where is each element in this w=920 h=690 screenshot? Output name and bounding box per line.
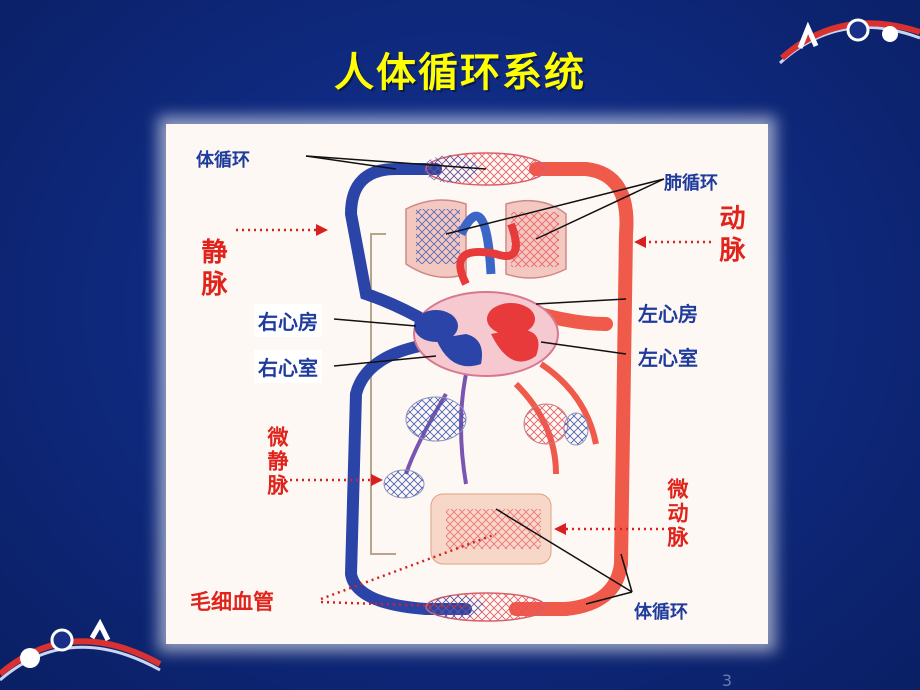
left-ventricle (491, 329, 539, 362)
capillary-label: 毛细血管 (190, 590, 274, 614)
body-circulation-label-bottom: 体循环 (634, 602, 688, 623)
corner-logo-top-right (778, 18, 920, 65)
vein-loop (344, 163, 472, 615)
left-ventricle-label: 左心室 (638, 346, 698, 370)
right-atrium (414, 310, 458, 342)
pulmonary-circulation-label: 肺循环 (664, 173, 718, 194)
arteriole-label: 微动脉 (665, 478, 689, 550)
circulation-diagram (236, 152, 711, 622)
circulation-diagram-panel: 体循环 肺循环 静脉 动脉 右心房 右心室 左心房 左心室 微静脉 微动脉 毛细… (166, 124, 768, 644)
left-atrium-label: 左心房 (638, 302, 698, 326)
right-ventricle-label: 右心室 (254, 350, 322, 383)
right-atrium-label: 右心房 (254, 304, 322, 337)
body-circulation-label-top: 体循环 (196, 150, 250, 171)
vein-label: 静脉 (197, 238, 227, 302)
corner-logo-bottom-left (0, 618, 162, 682)
right-ventricle (436, 334, 482, 367)
left-atrium (487, 303, 535, 335)
slide-title: 人体循环系统 (334, 50, 586, 96)
page-number: 3 (721, 671, 732, 690)
artery-label: 动脉 (715, 204, 745, 268)
venule-label: 微静脉 (265, 426, 289, 498)
